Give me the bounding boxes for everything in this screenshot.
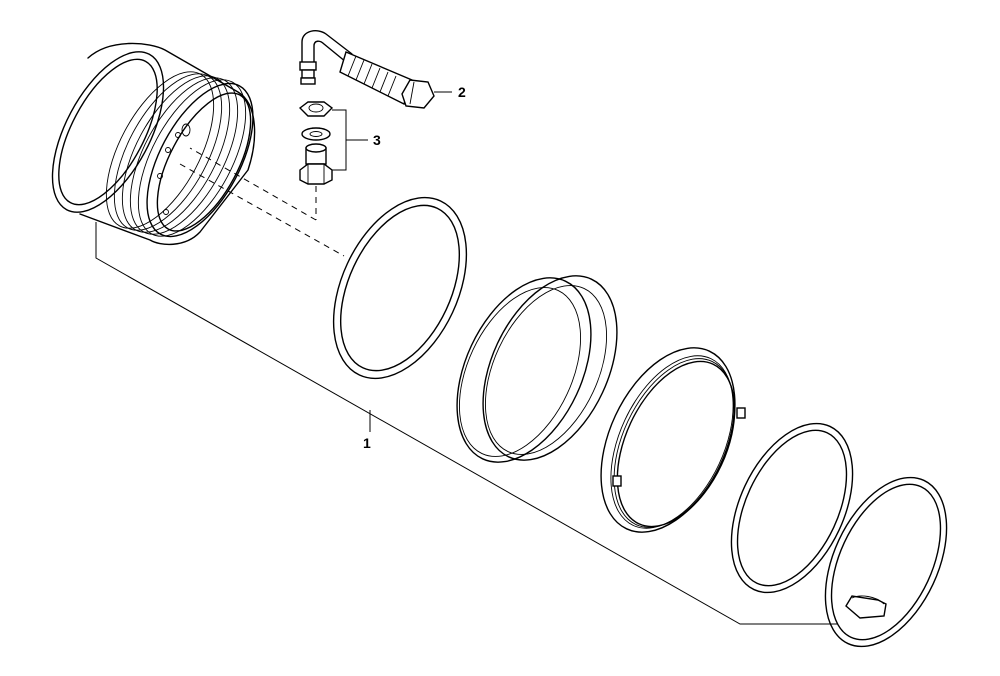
ring-tab [736, 407, 746, 419]
elbow-fitting [299, 30, 435, 109]
sleeve-ring [456, 275, 618, 463]
sealing-ring-2 [730, 422, 854, 594]
wiper-lip [845, 595, 887, 619]
cylinder-housing [51, 42, 256, 246]
threaded-ring [600, 347, 746, 533]
callout-3: 3 [373, 132, 381, 148]
callout-1: 1 [363, 435, 371, 451]
sealing-ring-1 [332, 196, 468, 380]
wiper-ring [824, 476, 948, 648]
ring-tab [612, 475, 622, 487]
nut-washer-adapter-set [298, 101, 334, 185]
callout-2: 2 [458, 84, 466, 100]
leader-lines [95, 91, 838, 625]
